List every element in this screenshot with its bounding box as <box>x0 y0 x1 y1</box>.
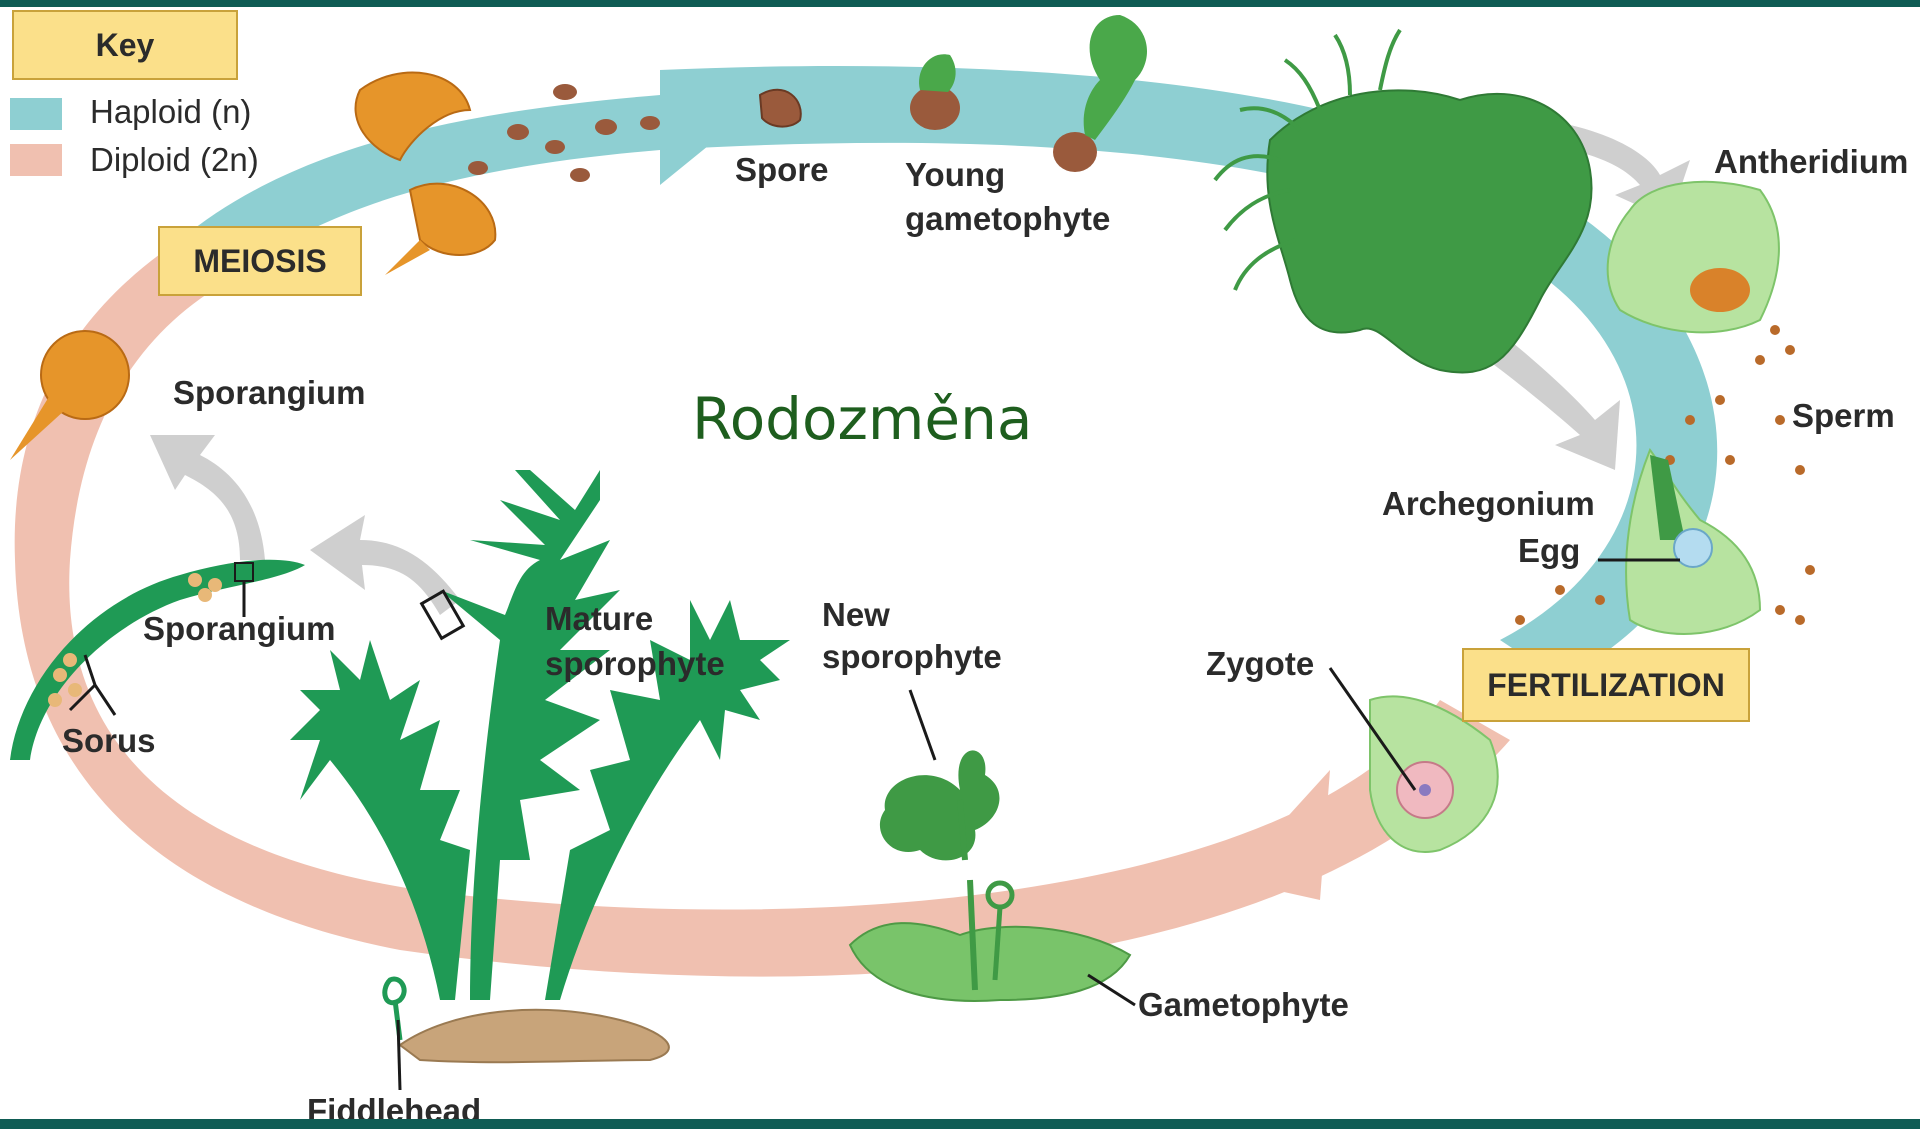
spore-label: Spore <box>735 150 829 190</box>
key-heading: Key <box>12 10 238 80</box>
fertilization-box: FERTILIZATION <box>1462 648 1750 722</box>
arrow-to-sporangium-mid <box>310 515 460 615</box>
young-gametophyte-label-2: gametophyte <box>905 199 1110 239</box>
mature-sporophyte-label-2: sporophyte <box>545 644 725 684</box>
sorus-label: Sorus <box>62 721 156 761</box>
sporangium-label-top: Sporangium <box>173 373 366 413</box>
mature-sporophyte-label-1: Mature <box>545 599 653 639</box>
egg-label: Egg <box>1518 531 1580 571</box>
key-haploid-label: Haploid (n) <box>90 92 251 132</box>
new-sporophyte-label-1: New <box>822 595 890 635</box>
bottom-border <box>0 1119 1920 1129</box>
mature-gametophyte-illustration <box>1267 90 1591 372</box>
diagram-title: Rodozměna <box>692 385 1032 453</box>
antheridium-illustration <box>1608 182 1779 333</box>
sperm-label: Sperm <box>1792 396 1895 436</box>
rhizome-illustration <box>400 1010 669 1062</box>
haploid-swatch <box>10 98 62 130</box>
sporangium-label-bottom: Sporangium <box>143 609 336 649</box>
arrow-to-sporangium-left <box>150 435 265 560</box>
gametophyte-label: Gametophyte <box>1138 985 1349 1025</box>
new-sporophyte-label-2: sporophyte <box>822 637 1002 677</box>
diploid-swatch <box>10 144 62 176</box>
antheridium-label: Antheridium <box>1714 142 1908 182</box>
zygote-label: Zygote <box>1206 644 1314 684</box>
meiosis-box: MEIOSIS <box>158 226 362 296</box>
fiddlehead-illustration <box>385 979 404 1040</box>
key-diploid-label: Diploid (2n) <box>90 140 259 180</box>
new-sporophyte-illustration <box>850 750 1130 1001</box>
archegonium-label: Archegonium <box>1382 484 1595 524</box>
young-gametophyte-label-1: Young <box>905 155 1005 195</box>
